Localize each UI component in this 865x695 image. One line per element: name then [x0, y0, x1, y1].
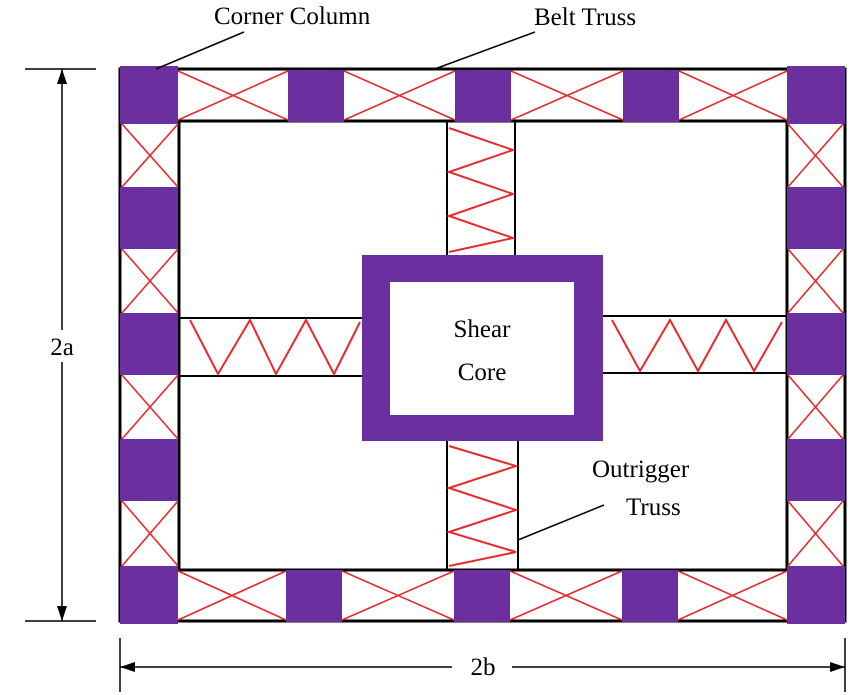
- perimeter-column-right-2: [787, 313, 845, 375]
- corner-column-label: Corner Column: [214, 3, 371, 30]
- perimeter-column-left-2: [120, 313, 178, 375]
- belt-brace-top-1: [177, 70, 289, 121]
- corner-column-bottom-right: [787, 566, 845, 624]
- corner-column-bottom-left: [120, 566, 178, 624]
- shear-core-interior: [390, 282, 574, 415]
- perimeter-column-top-3: [623, 70, 679, 122]
- corner-column-top-left: [120, 66, 178, 124]
- belt-brace-top-3: [510, 70, 624, 121]
- perimeter-column-top-1: [288, 70, 344, 122]
- height-dimension-label: 2a: [50, 334, 74, 361]
- belt-brace-top-4: [678, 70, 788, 121]
- belt-brace-right-1: [787, 123, 844, 188]
- belt-brace-left-4: [121, 500, 179, 567]
- belt-brace-bottom-3: [509, 570, 623, 621]
- belt-brace-left-1: [121, 123, 179, 188]
- corner-column-top-right: [787, 66, 845, 124]
- perimeter-column-top-2: [455, 70, 511, 122]
- belt-brace-top-2: [343, 70, 456, 121]
- belt-brace-right-3: [787, 374, 844, 440]
- shear-core-label-line2: Core: [458, 359, 507, 386]
- perimeter-column-left-3: [120, 439, 178, 501]
- shear-core-label-line1: Shear: [454, 316, 512, 343]
- width-dimension-label: 2b: [471, 654, 496, 681]
- outrigger-trusses: [179, 121, 787, 570]
- outrigger-truss-top: [445, 121, 517, 255]
- dimension-2a: 2a: [25, 68, 96, 622]
- outrigger-label-line1: Outrigger: [592, 456, 690, 483]
- outrigger-truss-left: [179, 317, 362, 377]
- shear-core: Shear Core: [362, 255, 603, 441]
- callouts: Corner Column Belt Truss Outrigger Truss: [155, 3, 690, 541]
- belt-truss-bracing: [121, 70, 844, 621]
- outrigger-leader: [517, 504, 605, 541]
- outrigger-label-line2: Truss: [626, 494, 681, 521]
- corner-column-leader: [155, 31, 245, 70]
- perimeter-column-bottom-1: [286, 570, 342, 622]
- perimeter-column-bottom-3: [622, 570, 678, 622]
- outrigger-truss-bottom: [445, 441, 520, 570]
- belt-brace-left-2: [121, 248, 179, 314]
- perimeter-column-left-1: [120, 187, 178, 249]
- dimension-2b: 2b: [119, 638, 846, 692]
- belt-truss-label: Belt Truss: [534, 4, 636, 31]
- belt-brace-left-3: [121, 374, 179, 440]
- perimeter-column-right-1: [787, 187, 845, 249]
- belt-brace-bottom-1: [177, 570, 287, 621]
- belt-brace-right-2: [787, 248, 844, 314]
- outrigger-truss-right: [603, 315, 787, 374]
- perimeter-column-right-3: [787, 439, 845, 501]
- columns: [120, 66, 845, 624]
- belt-truss-leader: [431, 31, 536, 71]
- belt-brace-bottom-2: [341, 570, 455, 621]
- perimeter-column-bottom-2: [454, 570, 510, 622]
- belt-brace-right-4: [787, 500, 844, 567]
- belt-brace-bottom-4: [677, 570, 788, 621]
